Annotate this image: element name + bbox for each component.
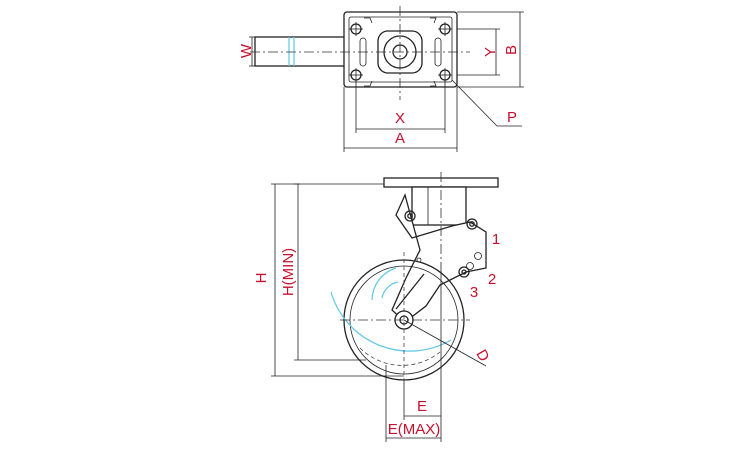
dim-w-label: W [238,43,255,58]
dim-y-label: Y [482,47,499,57]
dim-x-label: X [395,110,405,127]
dim-e-label: E [417,398,427,415]
position-3-label: 3 [470,284,478,301]
top-plate [343,11,458,88]
position-2-label: 2 [488,271,496,288]
dim-b-label: B [503,45,520,55]
dim-h-label: H [253,273,270,284]
dim-d-label: D [472,347,492,365]
swivel-body [411,186,467,226]
side-lever [254,36,346,67]
dim-a-label: A [395,130,405,147]
dim-h-min-label: H(MIN) [280,248,297,296]
top-view: W Y B X A P [238,6,524,152]
swivel-arc [330,291,452,352]
position-1-label: 1 [492,231,500,248]
swivel-arc-inner [371,267,397,301]
side-view: D 1 2 3 H H(MIN) E E(MAX) [253,172,500,442]
dim-e-max-label: E(MAX) [388,421,441,438]
dim-p-label: P [507,109,517,126]
